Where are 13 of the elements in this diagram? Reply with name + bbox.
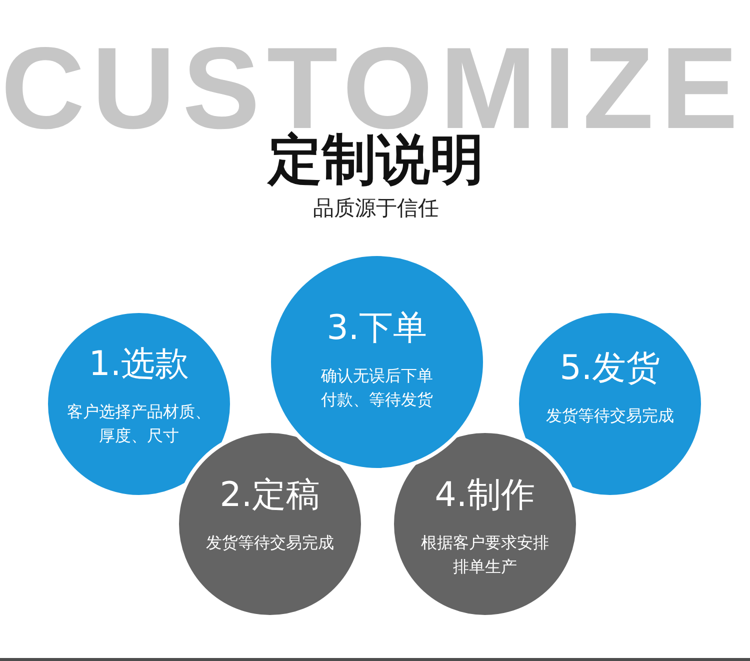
- step-heading: 3.下单: [326, 308, 428, 348]
- step-description: 根据客户要求安排排单生产: [420, 532, 550, 578]
- step-description: 发货等待交易完成: [545, 405, 675, 427]
- step-heading: 2.定稿: [220, 475, 320, 515]
- subtitle: 品质源于信任: [313, 195, 439, 221]
- step-heading: 1.选款: [88, 344, 190, 384]
- step-description: 发货等待交易完成: [205, 532, 335, 554]
- background-word: CUSTOMIZE: [1, 42, 745, 130]
- step-description: 确认无误后下单付款、等待发货: [320, 365, 434, 411]
- step-heading: 5.发货: [560, 348, 660, 388]
- title: 定制说明: [268, 133, 484, 187]
- step-heading: 4.制作: [434, 475, 536, 515]
- step-description: 客户选择产品材质、厚度、尺寸: [66, 401, 212, 447]
